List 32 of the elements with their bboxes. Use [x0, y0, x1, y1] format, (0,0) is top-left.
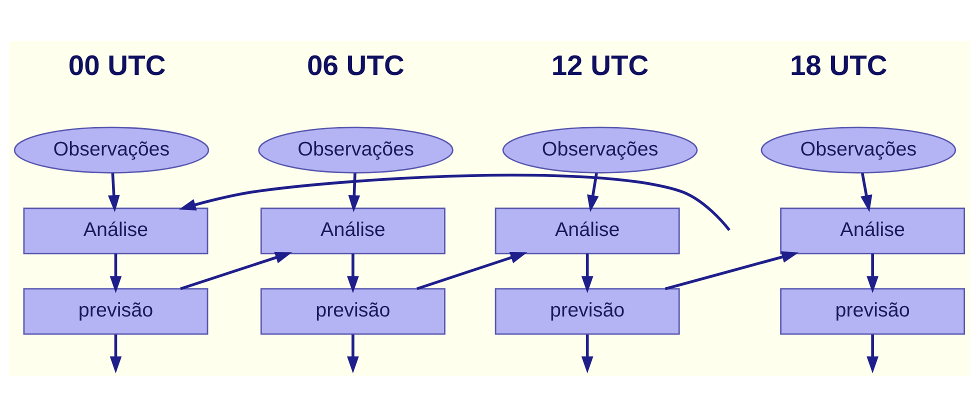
arrow — [581, 334, 594, 374]
arrow — [348, 173, 360, 212]
arrow — [581, 254, 594, 294]
arrow — [866, 254, 879, 294]
node-box: previsão — [260, 288, 446, 335]
node-box: previsão — [494, 288, 680, 335]
arrow — [110, 334, 122, 374]
arrow — [178, 174, 730, 232]
label: 12 UTC — [551, 48, 649, 81]
label: 06 UTC — [307, 48, 404, 81]
node-ellipse: Observações — [14, 126, 210, 174]
arrow — [664, 251, 799, 290]
node-ellipse: Observações — [502, 126, 698, 174]
node-box: previsão — [23, 288, 208, 335]
arrow — [110, 254, 122, 294]
node-box: Análise — [780, 208, 966, 254]
arrow — [108, 173, 120, 212]
node-box: Análise — [260, 208, 446, 254]
label: 00 UTC — [68, 48, 166, 81]
node-box: previsão — [780, 288, 966, 335]
arrow — [416, 252, 528, 290]
node-ellipse: Observações — [258, 126, 454, 174]
node-ellipse: Observações — [760, 126, 956, 174]
arrow — [860, 173, 872, 212]
arrow — [180, 252, 292, 290]
node-box: Análise — [23, 208, 208, 254]
node-box: Análise — [494, 208, 680, 254]
arrow — [587, 173, 599, 212]
arrow — [347, 254, 359, 294]
arrow — [347, 334, 359, 374]
arrow — [866, 334, 879, 374]
label: 18 UTC — [790, 48, 888, 81]
